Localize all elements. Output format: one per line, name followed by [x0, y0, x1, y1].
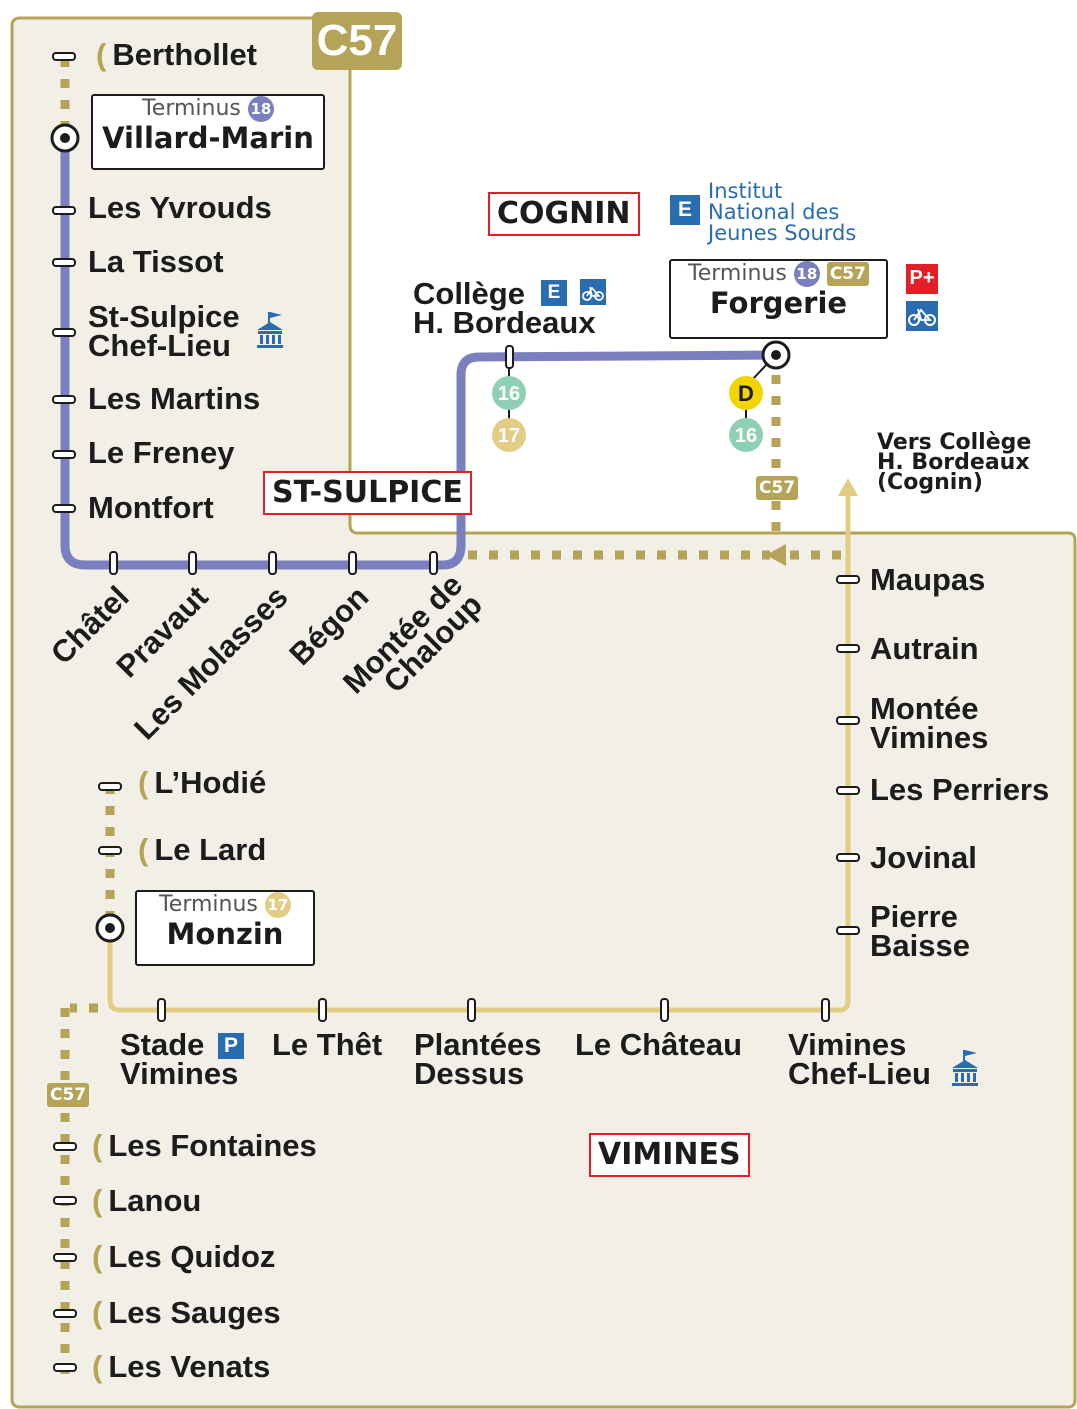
stop-les-quidoz: (Les Quidoz: [92, 1239, 276, 1274]
on-demand-icon: (: [92, 1239, 103, 1274]
town-hall-icon-st-sulpice: [257, 312, 283, 348]
stop-les-venats: (Les Venats: [92, 1349, 271, 1384]
commune-label-st-sulpice: ST-SULPICE: [263, 471, 472, 515]
line-18-badge: 18: [247, 96, 274, 122]
line-16-label-forgerie: 16: [735, 425, 757, 447]
stop-le-freney: Le Freney: [88, 435, 235, 470]
line-18-route: [60, 138, 777, 570]
stop-montfort: Montfort: [88, 490, 214, 525]
education-icon-institut: E: [670, 195, 700, 225]
stop-lhodie: (L’Hodié: [138, 765, 267, 800]
stop-les-fontaines: (Les Fontaines: [92, 1128, 317, 1163]
bike-icon-college: [580, 279, 606, 305]
stop-les-perriers: Les Perriers: [870, 772, 1050, 807]
line-16-bubble-forgerie: [729, 418, 763, 452]
bike-icon-forgerie: [906, 301, 938, 331]
depot-bubble: [729, 376, 763, 410]
line-c57-small-badge: C57: [756, 476, 799, 500]
terminus-forgerie: Terminus 18 C57 Forgerie: [669, 259, 888, 339]
on-demand-icon: (: [92, 1183, 103, 1218]
stop-les-yvrouds: Les Yvrouds: [88, 190, 272, 225]
stop-le-thet: Le Thêt: [272, 1027, 383, 1062]
stop-ticks: [52, 52, 860, 1372]
terminus-name: Forgerie: [709, 286, 848, 320]
stop-le-lard: (Le Lard: [138, 832, 267, 867]
stop-autrain: Autrain: [870, 631, 979, 666]
line-c57-small-badge: C57: [826, 262, 869, 286]
terminus-dots: [50, 123, 791, 943]
park-and-ride-icon: P+: [906, 264, 938, 294]
on-demand-icon: (: [138, 832, 149, 867]
line-17-badge: 17: [264, 892, 291, 918]
stop-lanou: (Lanou: [92, 1183, 202, 1218]
on-demand-icon: (: [92, 1128, 103, 1163]
line-17-route: [107, 495, 851, 1013]
line-16-bubble-college: [492, 376, 526, 410]
line-16-label-college: 16: [498, 383, 520, 405]
line-c57-badge: C57: [312, 12, 402, 70]
line-18-badge: 18: [793, 261, 820, 287]
on-demand-icon: (: [92, 1349, 103, 1384]
stop-berthollet: (Berthollet: [96, 37, 258, 72]
on-demand-icon: (: [96, 37, 107, 72]
commune-label-cognin: COGNIN: [488, 192, 640, 236]
stop-la-tissot: La Tissot: [88, 244, 224, 279]
commune-label-vimines: VIMINES: [589, 1133, 750, 1177]
depot-label: D: [738, 381, 754, 406]
connector-forgerie: [751, 362, 769, 381]
stop-les-sauges: (Les Sauges: [92, 1295, 281, 1330]
terminus-monzin: Terminus 17 Monzin: [135, 890, 315, 966]
stop-jovinal: Jovinal: [870, 840, 977, 875]
stop-maupas: Maupas: [870, 562, 986, 597]
line-17-label-college: 17: [498, 425, 520, 447]
terminus-villard-marin: Terminus 18 Villard-Marin: [91, 94, 325, 170]
on-demand-icon: (: [138, 765, 149, 800]
on-demand-icon: (: [92, 1295, 103, 1330]
stop-les-martins: Les Martins: [88, 381, 261, 416]
terminus-name: Monzin: [166, 917, 284, 951]
parking-icon: P: [218, 1033, 244, 1059]
line-17-arrow: [838, 478, 858, 496]
c57-arrow: [766, 544, 786, 566]
terminus-word: Terminus: [159, 892, 258, 917]
terminus-name: Villard-Marin: [102, 121, 314, 155]
education-icon-college: E: [541, 280, 567, 306]
line-17-bubble-college: [492, 418, 526, 452]
stop-le-chateau: Le Château: [575, 1027, 743, 1062]
terminus-word: Terminus: [142, 96, 241, 121]
line-c57-small-badge: C57: [47, 1083, 90, 1107]
town-hall-icon-vimines: [952, 1050, 978, 1086]
terminus-word: Terminus: [688, 261, 787, 286]
